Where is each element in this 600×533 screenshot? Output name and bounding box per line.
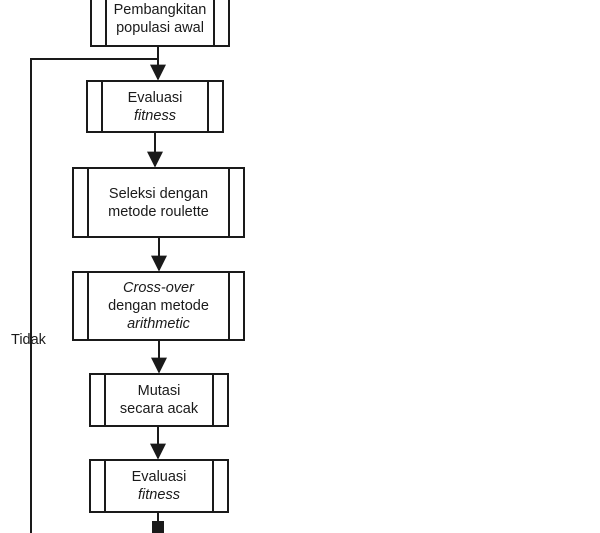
step-selection-line-2: metode roulette <box>108 203 209 220</box>
step-eval-fitness-1: Evaluasi fitness <box>86 80 224 133</box>
step-init: Pembangkitan populasi awal <box>90 0 230 47</box>
step-eval1-line-2: fitness <box>134 107 176 124</box>
step-eval1-line-1: Evaluasi <box>127 89 183 106</box>
step-crossover-line-2: dengan metode <box>108 298 209 314</box>
step-crossover-line-3: arithmetic <box>127 316 190 332</box>
step-mutation-line-2: secara acak <box>119 401 199 417</box>
step-eval-fitness-2: Evaluasi fitness <box>89 459 229 513</box>
loop-back-connector <box>30 58 157 533</box>
step-mutation-line-1: Mutasi <box>137 383 181 399</box>
step-eval2-line-2: fitness <box>138 487 180 503</box>
step-eval2-line-1: Evaluasi <box>131 469 187 485</box>
step-mutation: Mutasi secara acak <box>89 373 229 427</box>
step-init-line-2: populasi awal <box>116 19 204 36</box>
step-crossover: Cross-over dengan metode arithmetic <box>72 271 245 341</box>
step-selection-line-1: Seleksi dengan <box>108 185 209 202</box>
arrow-eval-to-next-head <box>152 521 164 533</box>
loop-label: Tidak <box>11 332 46 348</box>
step-crossover-line-1: Cross-over <box>123 280 194 296</box>
step-selection: Seleksi dengan metode roulette <box>72 167 245 238</box>
step-init-line-1: Pembangkitan <box>113 1 207 18</box>
